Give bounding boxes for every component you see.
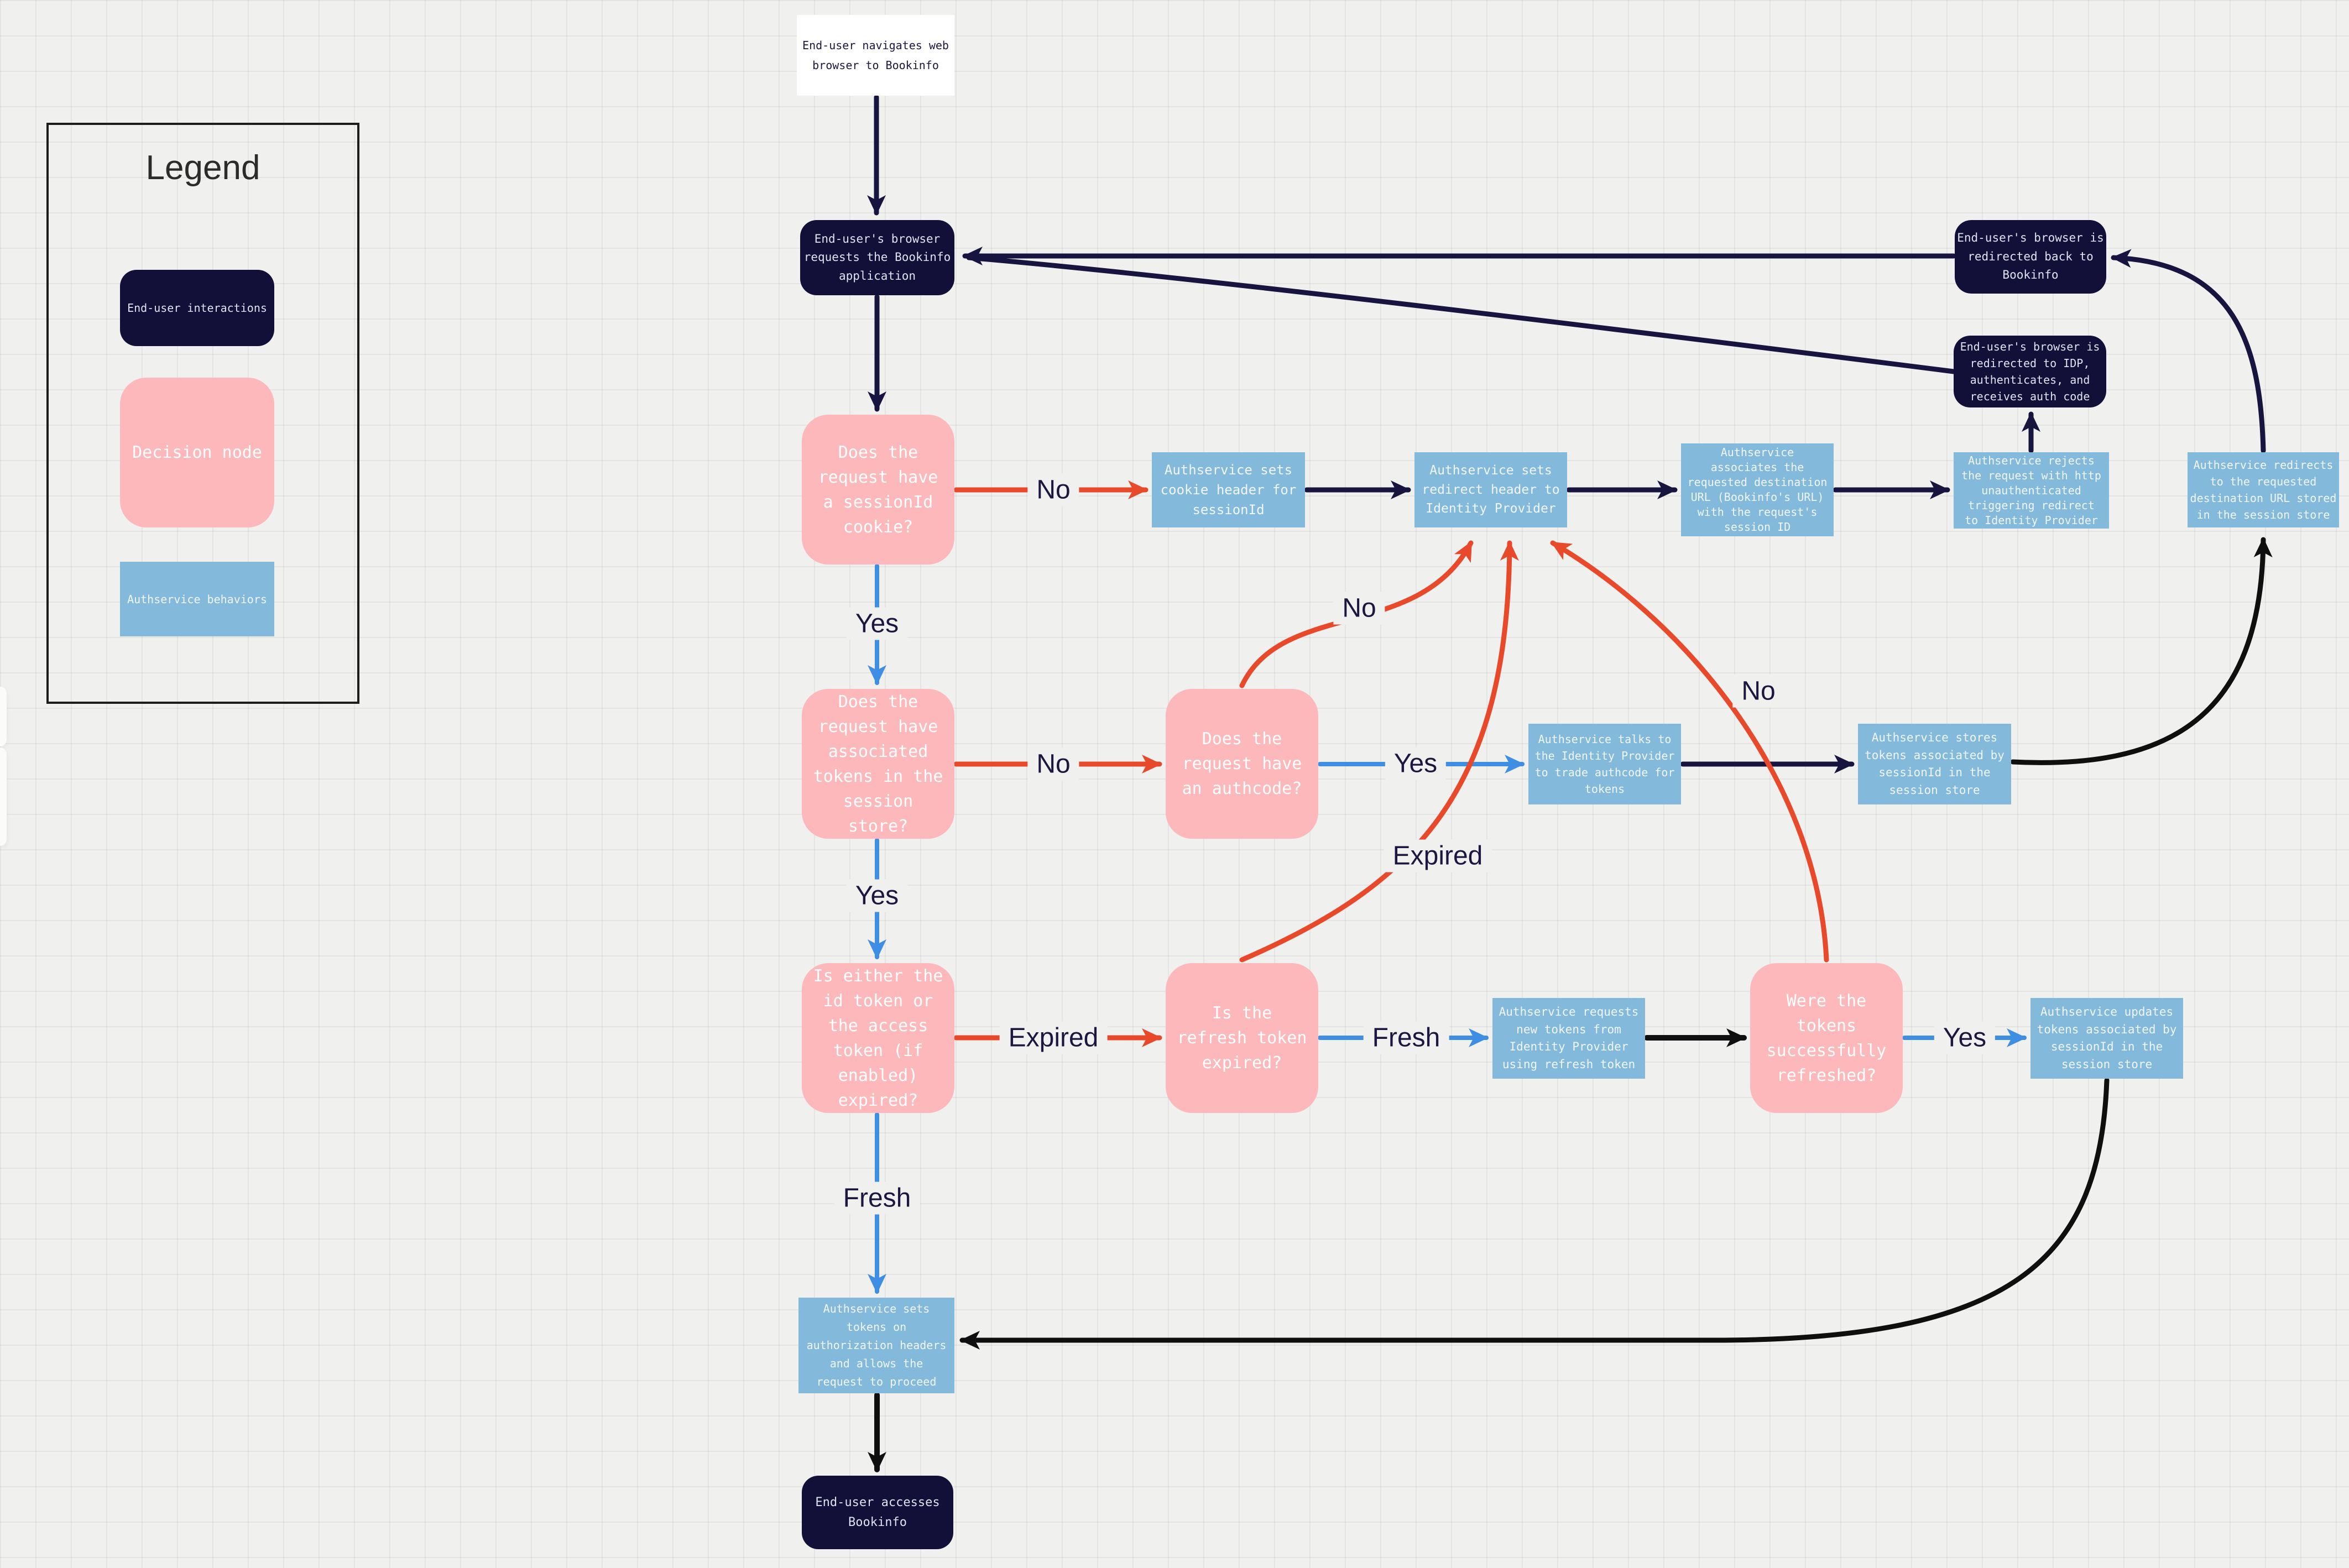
edge-label-no-authcode: No (1333, 592, 1385, 625)
node-talks-to-idp: Authservice talks to the Identity Provid… (1528, 724, 1681, 804)
node-accesses-bookinfo: End-user accesses Bookinfo (802, 1476, 953, 1549)
edge-label-no-cookie: No (1027, 473, 1079, 506)
legend-item-decision: Decision node (120, 378, 274, 527)
cropped-shape (0, 687, 7, 746)
node-redirected-back: End-user's browser is redirected back to… (1955, 220, 2106, 294)
edge-label-no-tokens: No (1027, 748, 1079, 781)
edge-label-yes-refreshed: Yes (1934, 1021, 1996, 1054)
node-browser-requests: End-user's browser requests the Bookinfo… (800, 220, 954, 295)
edge-label-yes-cookie: Yes (846, 607, 908, 640)
node-redirects-destination: Authservice redirects to the requested d… (2188, 452, 2339, 527)
node-stores-tokens: Authservice stores tokens associated by … (1858, 724, 2011, 804)
edge-label-no-refreshed: No (1732, 675, 1784, 708)
decision-has-authcode: Does the request have an authcode? (1166, 689, 1318, 839)
legend-title: Legend (145, 149, 260, 187)
node-sets-cookie-header: Authservice sets cookie header for sessi… (1152, 452, 1305, 527)
edge-label-fresh-token: Fresh (834, 1182, 920, 1215)
decision-has-tokens: Does the request have associated tokens … (802, 689, 954, 839)
node-associates-destination: Authservice associates the requested des… (1681, 443, 1834, 536)
decision-sessionid-cookie: Does the request have a sessionId cookie… (802, 415, 954, 565)
decision-refresh-expired: Is the refresh token expired? (1166, 963, 1318, 1113)
node-navigate: End-user navigates web browser to Bookin… (797, 15, 954, 96)
legend-item-end-user: End-user interactions (120, 270, 274, 346)
node-rejects-request: Authservice rejects the request with htt… (1954, 452, 2109, 529)
node-sets-redirect-header: Authservice sets redirect header to Iden… (1414, 452, 1567, 527)
edge-label-expired-token: Expired (999, 1021, 1108, 1054)
edge-label-yes-authcode: Yes (1385, 747, 1447, 780)
node-idp-redirect: End-user's browser is redirected to IDP,… (1954, 336, 2106, 407)
decision-token-expired: Is either the id token or the access tok… (802, 963, 954, 1113)
legend-item-authservice: Authservice behaviors (120, 562, 274, 636)
node-updates-tokens: Authservice updates tokens associated by… (2030, 998, 2183, 1079)
cropped-shape (0, 748, 7, 846)
edge-label-expired-refresh: Expired (1384, 839, 1492, 872)
decision-refresh-success: Were the tokens successfully refreshed? (1750, 963, 1903, 1113)
legend-box (46, 123, 359, 704)
edge-label-yes-tokens: Yes (846, 879, 908, 912)
node-requests-new-tokens: Authservice requests new tokens from Ide… (1492, 998, 1645, 1079)
edge-label-fresh-refresh: Fresh (1363, 1021, 1449, 1054)
node-sets-authorization-headers: Authservice sets tokens on authorization… (798, 1298, 954, 1393)
